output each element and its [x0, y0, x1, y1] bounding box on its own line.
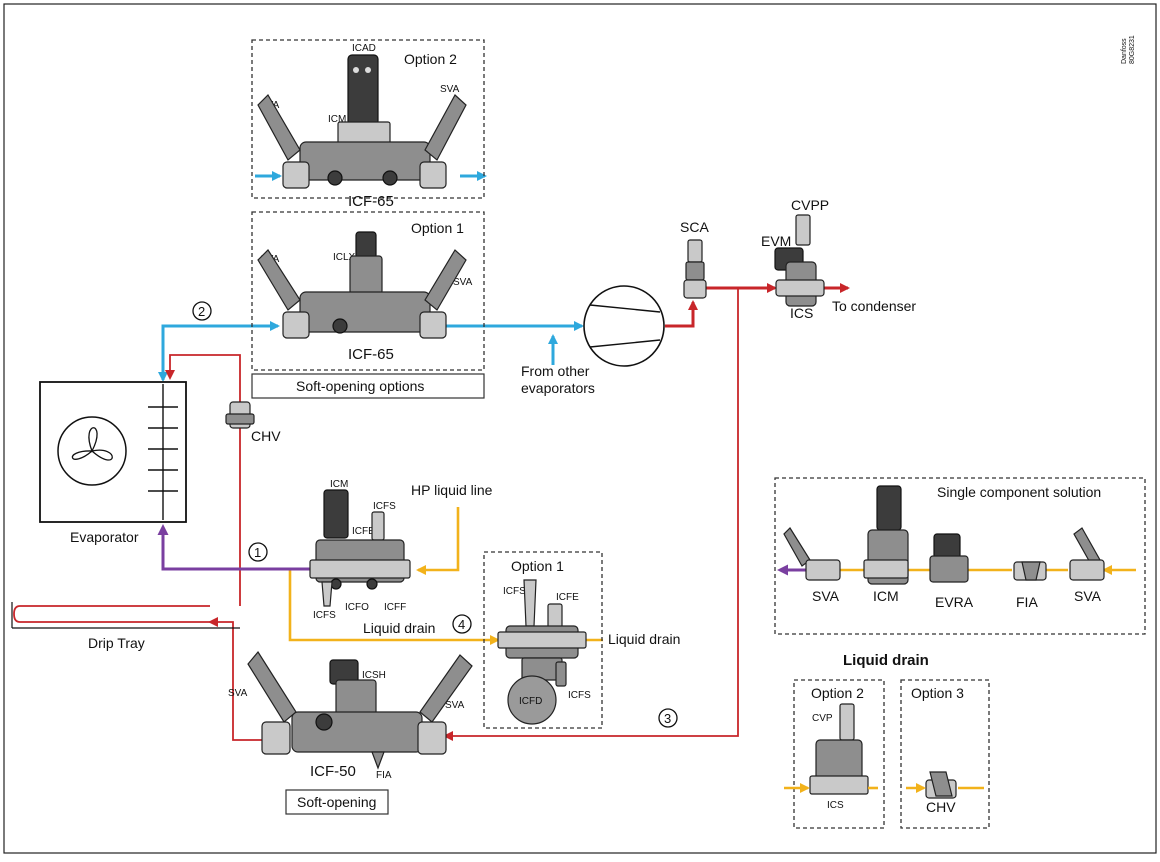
evm-label: EVM	[761, 233, 791, 249]
chv-label-option3: CHV	[926, 799, 956, 815]
svg-text:3: 3	[664, 711, 671, 726]
soft-opening-label: Soft-opening	[297, 794, 376, 810]
sca-valve	[683, 239, 707, 299]
cvpp-label: CVPP	[791, 197, 829, 213]
svg-text:1: 1	[254, 545, 261, 560]
to-condenser-label: To condenser	[832, 298, 916, 314]
icm-label-top: ICM	[328, 114, 346, 125]
icm-label-liquid: ICM	[330, 479, 348, 490]
icf-liquid-valve	[309, 489, 411, 607]
option3-chv-valve	[925, 771, 957, 799]
single-component-box	[774, 477, 1146, 635]
sva-label-mid-right: SVA	[453, 277, 473, 288]
svg-text:2: 2	[198, 304, 205, 319]
flow-marker-2: 2	[192, 301, 212, 321]
chv-valve-evaporator	[225, 401, 255, 429]
evaporator-unit	[39, 381, 187, 523]
sc-label-fia: FIA	[1016, 594, 1038, 610]
sc-evra-valve	[929, 533, 969, 583]
ics-label: ICS	[790, 305, 813, 321]
drip-tray-coil	[13, 605, 210, 623]
brand-stamp: Danfoss 80G8231	[1121, 35, 1136, 64]
sva-label-icf50-right: SVA	[445, 700, 465, 711]
icsh-label: ICSH	[362, 670, 386, 681]
option2-ics-valve	[809, 703, 869, 795]
from-other-label-line1: From other	[521, 363, 590, 379]
option2-top-box	[251, 39, 485, 199]
from-other-label-line2: evaporators	[521, 380, 595, 396]
drip-tray-label: Drip Tray	[88, 635, 145, 651]
flow-marker-4: 4	[452, 614, 472, 634]
fia-label-icf50: FIA	[376, 770, 392, 781]
icff-label: ICFF	[384, 602, 406, 613]
icfe-label-drain: ICFE	[556, 592, 579, 603]
option2-drain-box	[793, 679, 885, 829]
sva-label-top-right: SVA	[440, 84, 460, 95]
option2-top-title: Option 2	[404, 51, 457, 67]
liquid-drain-label-left: Liquid drain	[363, 620, 435, 636]
icfd-drain-valve	[497, 579, 587, 725]
flow-marker-1: 1	[248, 542, 268, 562]
sc-label-sva-left: SVA	[812, 588, 840, 604]
icfs-label-liquid-bottom: ICFS	[313, 610, 336, 621]
icfe-label-liquid: ICFE	[352, 526, 375, 537]
ics-label-option2: ICS	[827, 800, 844, 811]
sc-label-icm: ICM	[873, 588, 899, 604]
icfd-label: ICFD	[519, 696, 542, 707]
option1-drain-title: Option 1	[511, 558, 564, 574]
svg-text:4: 4	[458, 617, 465, 632]
liquid-drain-label-right: Liquid drain	[608, 631, 680, 647]
single-component-title: Single component solution	[937, 484, 1101, 500]
sc-label-sva-right: SVA	[1074, 588, 1102, 604]
sca-label: SCA	[680, 219, 709, 235]
sva-label-icf50-left: SVA	[228, 688, 248, 699]
option3-drain-title: Option 3	[911, 685, 964, 701]
flow-marker-3: 3	[658, 708, 678, 728]
evaporator-feed-line	[157, 524, 312, 571]
sc-label-evra: EVRA	[935, 594, 974, 610]
sc-sva-right-valve	[1069, 527, 1105, 581]
icad-label: ICAD	[352, 43, 376, 54]
icf50-label: ICF-50	[310, 763, 356, 780]
soft-opening-box	[285, 789, 389, 815]
option1-top-box	[251, 211, 485, 371]
ics-valve-discharge	[774, 214, 825, 307]
option2-drain-title: Option 2	[811, 685, 864, 701]
hot-gas-line	[165, 283, 850, 741]
icf65-label-top: ICF-65	[348, 193, 394, 210]
chv-label-evaporator: CHV	[251, 428, 281, 444]
compressor-symbol	[583, 285, 665, 367]
soft-opening-options-box	[251, 373, 485, 399]
sc-icm-valve	[863, 485, 909, 585]
icfs-label-liquid-top: ICFS	[373, 501, 396, 512]
icf65-valve-option1	[257, 231, 467, 339]
iclx-label: ICLX	[333, 252, 356, 263]
svg-text:Danfoss: Danfoss	[1121, 38, 1128, 64]
icfs-label-drain-bottom: ICFS	[568, 690, 591, 701]
icf65-valve-option2	[257, 54, 467, 189]
sc-fia-valve	[1013, 561, 1047, 581]
option3-drain-box	[900, 679, 990, 829]
liquid-drain-heading: Liquid drain	[843, 652, 929, 669]
sc-sva-left-valve	[783, 527, 841, 581]
icf50-valve	[247, 650, 473, 770]
option1-drain-box	[483, 551, 603, 729]
outer-frame	[3, 3, 1157, 854]
hp-liquid-line-label: HP liquid line	[411, 482, 493, 498]
icfo-label: ICFO	[345, 602, 369, 613]
soft-opening-options-label: Soft-opening options	[296, 378, 424, 394]
option1-top-title: Option 1	[411, 220, 464, 236]
svg-text:80G8231: 80G8231	[1129, 35, 1136, 64]
evaporator-label: Evaporator	[70, 529, 139, 545]
icf65-label-mid: ICF-65	[348, 346, 394, 363]
icfs-label-drain-top: ICFS	[503, 586, 526, 597]
suction-line	[158, 171, 584, 382]
cvp-label: CVP	[812, 713, 833, 724]
